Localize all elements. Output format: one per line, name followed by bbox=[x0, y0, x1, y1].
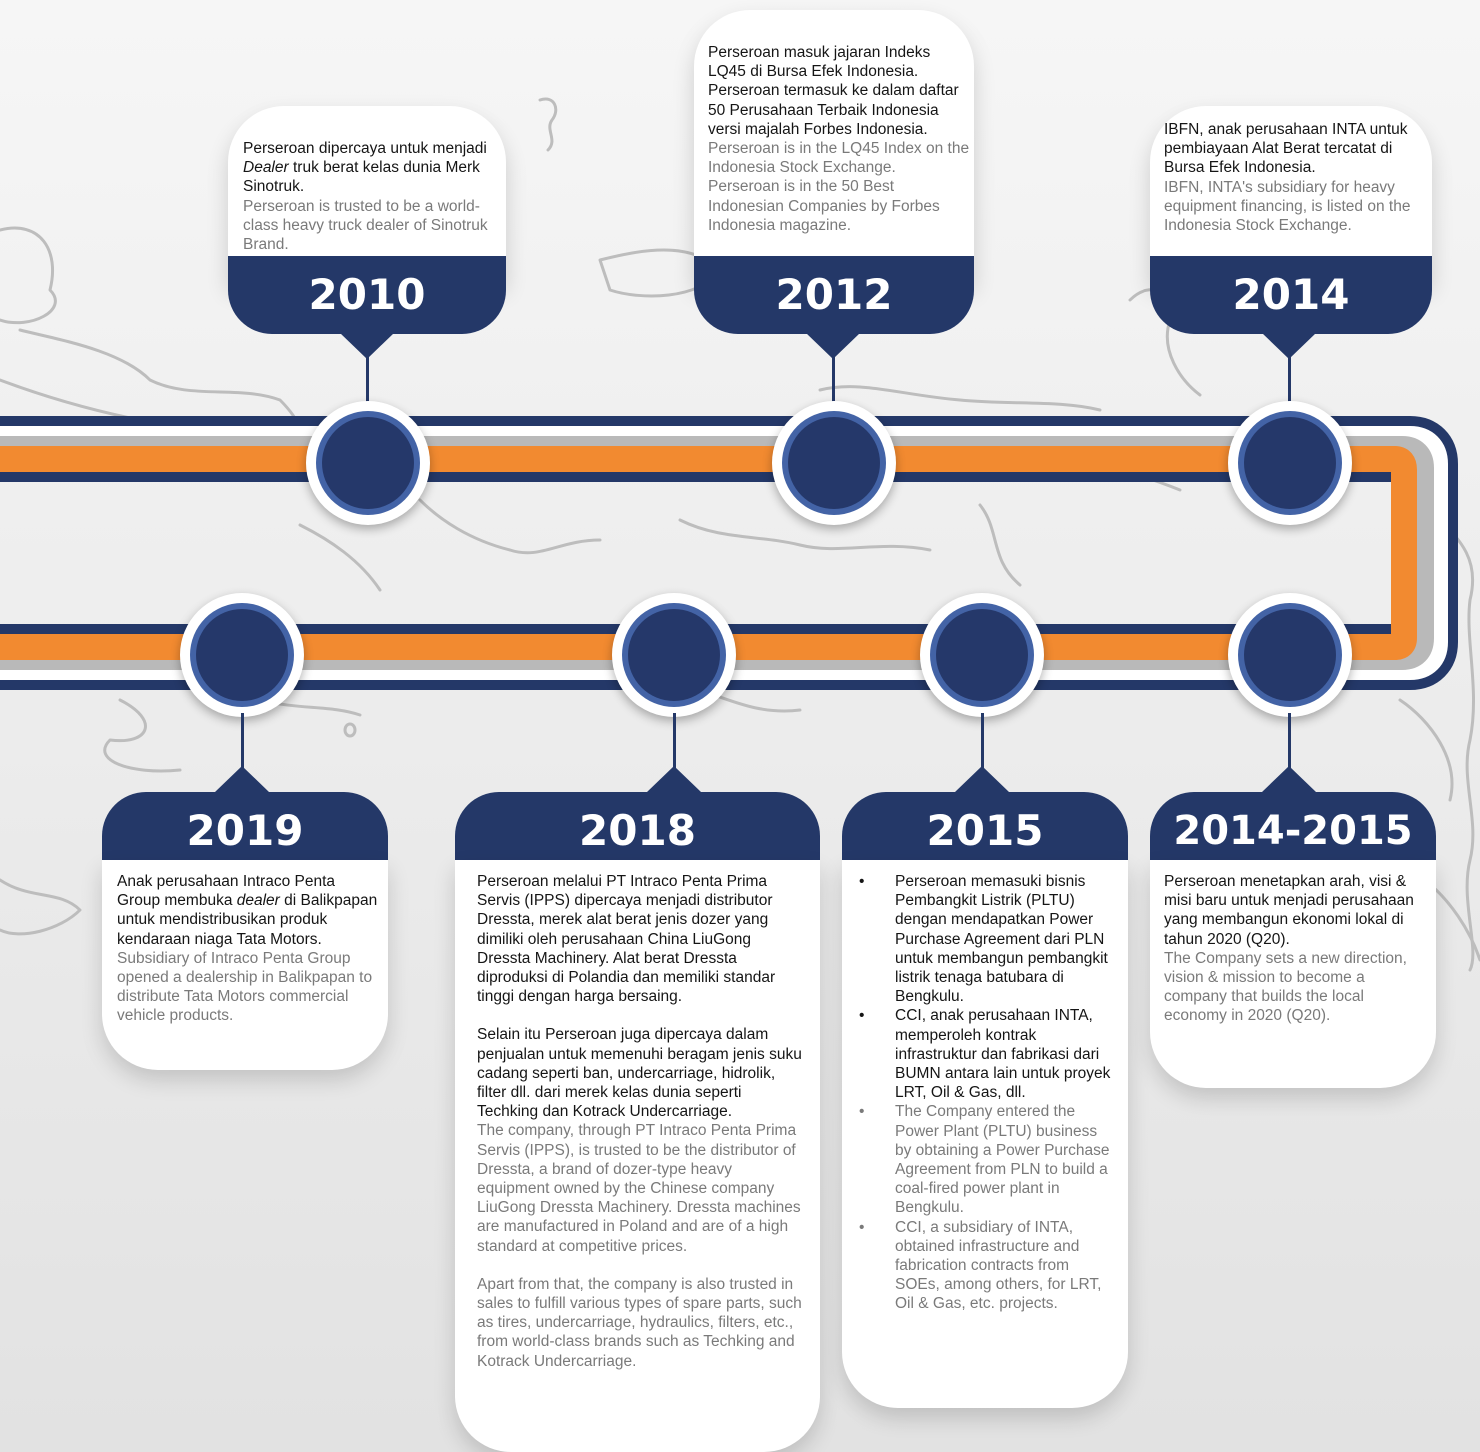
milestone-text-2010: Perseroan dipercaya untuk menjadi Dealer… bbox=[243, 139, 501, 254]
pointer-2015 bbox=[955, 766, 1009, 792]
milestone-en-text: Perseroan is trusted to be a world-class… bbox=[243, 197, 488, 254]
timeline-node-2012 bbox=[772, 401, 896, 525]
pointer-2014-2015 bbox=[1262, 766, 1316, 792]
bullet-item: Perseroan memasuki bisnis Pembangkit Lis… bbox=[859, 872, 1117, 1006]
connector-2018 bbox=[673, 713, 676, 769]
milestone-text-2014: IBFN, anak perusahaan INTA untuk pembiay… bbox=[1164, 120, 1428, 235]
year-label-2018: 2018 bbox=[455, 792, 820, 870]
year-label-2010: 2010 bbox=[228, 256, 506, 334]
pointer-2012 bbox=[806, 333, 860, 359]
milestone-text-2014-2015: Perseroan menetapkan arah, visi & misi b… bbox=[1164, 872, 1426, 1026]
timeline-node-2018 bbox=[612, 593, 736, 717]
milestone-card-2012 bbox=[694, 10, 974, 282]
milestone-card-2018 bbox=[455, 860, 820, 1452]
track-orange-line bbox=[0, 446, 1417, 660]
milestone-id-text: IBFN, anak perusahaan INTA untuk pembiay… bbox=[1164, 121, 1408, 177]
year-label-2015: 2015 bbox=[842, 792, 1128, 870]
milestone-id-text: Selain itu Perseroan juga dipercaya dala… bbox=[477, 1026, 802, 1121]
connector-2014 bbox=[1288, 355, 1291, 415]
milestone-en-text: IBFN, INTA's subsidiary for heavy equipm… bbox=[1164, 178, 1411, 235]
milestone-en-text: Subsidiary of Intraco Penta Group opened… bbox=[117, 949, 373, 1025]
pointer-2010 bbox=[340, 333, 394, 359]
milestone-id-text: Perseroan dipercaya untuk menjadi Dealer… bbox=[243, 140, 487, 196]
milestone-id-text: Perseroan masuk jajaran Indeks LQ45 di B… bbox=[708, 44, 959, 138]
milestone-text-2018: Perseroan melalui PT Intraco Penta Prima… bbox=[477, 872, 805, 1371]
milestone-text-2015: Perseroan memasuki bisnis Pembangkit Lis… bbox=[859, 872, 1117, 1314]
milestone-text-2012: Perseroan masuk jajaran Indeks LQ45 di B… bbox=[708, 43, 970, 235]
connector-2010 bbox=[366, 355, 369, 415]
year-label-2012: 2012 bbox=[694, 256, 974, 334]
connector-2014-2015 bbox=[1288, 713, 1291, 769]
milestone-card-2014-2015 bbox=[1150, 860, 1436, 1088]
milestone-en-text: The Company sets a new direction, vision… bbox=[1164, 949, 1407, 1025]
bullet-item: The Company entered the Power Plant (PLT… bbox=[859, 1102, 1117, 1217]
milestone-en-text: Perseroan is in the LQ45 Index on the In… bbox=[708, 140, 970, 234]
pointer-2019 bbox=[215, 766, 269, 792]
timeline-node-2014-2015 bbox=[1228, 593, 1352, 717]
year-label-2014-2015: 2014-2015 bbox=[1150, 792, 1436, 870]
timeline-node-2010 bbox=[306, 401, 430, 525]
milestone-text-2019: Anak perusahaan Intraco Penta Group memb… bbox=[117, 872, 379, 1026]
connector-2015 bbox=[981, 713, 984, 769]
bullet-item: CCI, a subsidiary of INTA, obtained infr… bbox=[859, 1218, 1117, 1314]
pointer-2014 bbox=[1262, 333, 1316, 359]
milestone-en-text: Apart from that, the company is also tru… bbox=[477, 1275, 802, 1370]
milestone-en-text: The company, through PT Intraco Penta Pr… bbox=[477, 1122, 801, 1255]
milestone-id-text: Perseroan melalui PT Intraco Penta Prima… bbox=[477, 873, 776, 1006]
milestone-id-text: Perseroan menetapkan arah, visi & misi b… bbox=[1164, 873, 1414, 948]
milestone-card-2010 bbox=[228, 106, 506, 282]
milestone-card-2014 bbox=[1150, 106, 1432, 282]
connector-2019 bbox=[241, 713, 244, 769]
timeline-node-2015 bbox=[920, 593, 1044, 717]
pointer-2018 bbox=[647, 766, 701, 792]
milestone-id-bullets: Perseroan memasuki bisnis Pembangkit Lis… bbox=[859, 872, 1117, 1314]
timeline-node-2019 bbox=[180, 593, 304, 717]
milestone-card-2019 bbox=[102, 860, 388, 1070]
timeline-node-2014 bbox=[1228, 401, 1352, 525]
year-label-2014: 2014 bbox=[1150, 256, 1432, 334]
year-label-2019: 2019 bbox=[102, 792, 388, 870]
milestone-id-text: Anak perusahaan Intraco Penta Group memb… bbox=[117, 873, 378, 948]
connector-2012 bbox=[832, 355, 835, 415]
bullet-item: CCI, anak perusahaan INTA, memperoleh ko… bbox=[859, 1006, 1117, 1102]
